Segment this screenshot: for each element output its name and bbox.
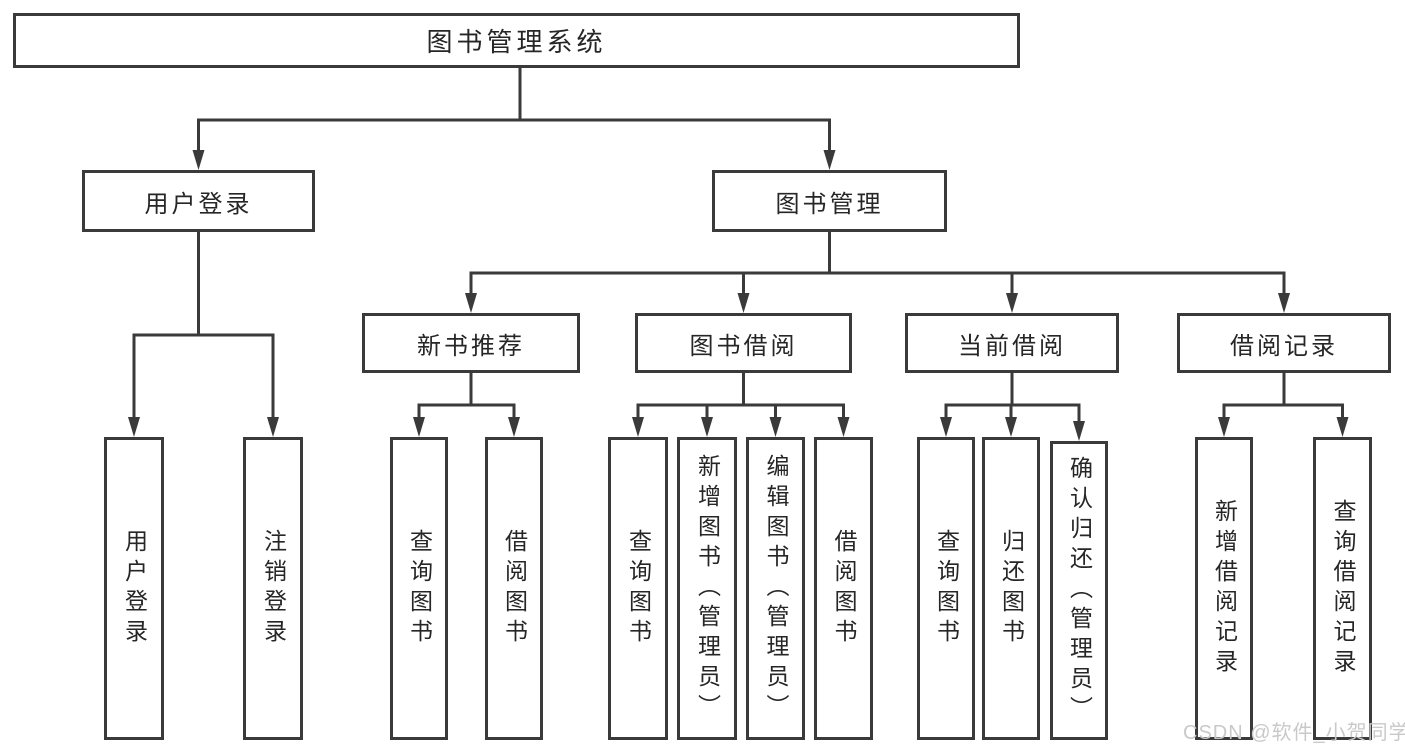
leaf-borrow-books: 借阅图书 xyxy=(814,437,873,740)
node-book-management-branch: 图书管理 xyxy=(712,170,947,232)
node-borrow-record: 借阅记录 xyxy=(1177,313,1391,373)
leaf-edit-books-admin: 编辑图书（管理员） xyxy=(746,437,805,740)
leaf-add-borrow-record: 新增借阅记录 xyxy=(1195,437,1253,740)
leaf-borrow-books-recommend: 借阅图书 xyxy=(485,437,543,740)
node-new-book-recommend: 新书推荐 xyxy=(362,313,580,373)
leaf-query-books-borrow: 查询图书 xyxy=(608,437,668,740)
leaf-logout: 注销登录 xyxy=(243,437,303,740)
leaf-query-borrow-record: 查询借阅记录 xyxy=(1313,437,1372,740)
leaf-user-login: 用户登录 xyxy=(104,437,164,740)
leaf-query-books-current: 查询图书 xyxy=(917,437,975,740)
leaf-add-books-admin: 新增图书（管理员） xyxy=(677,437,737,740)
node-user-login-branch: 用户登录 xyxy=(82,170,315,232)
leaf-confirm-return-admin: 确认归还（管理员） xyxy=(1050,441,1108,740)
leaf-query-books-recommend: 查询图书 xyxy=(390,437,448,740)
node-current-borrow: 当前借阅 xyxy=(905,313,1119,373)
node-library-management-system: 图书管理系统 xyxy=(13,13,1020,68)
watermark: CSDN @软件_小贺同学 xyxy=(1183,722,1405,744)
leaf-return-books: 归还图书 xyxy=(982,437,1040,740)
node-book-borrow: 图书借阅 xyxy=(635,313,852,373)
